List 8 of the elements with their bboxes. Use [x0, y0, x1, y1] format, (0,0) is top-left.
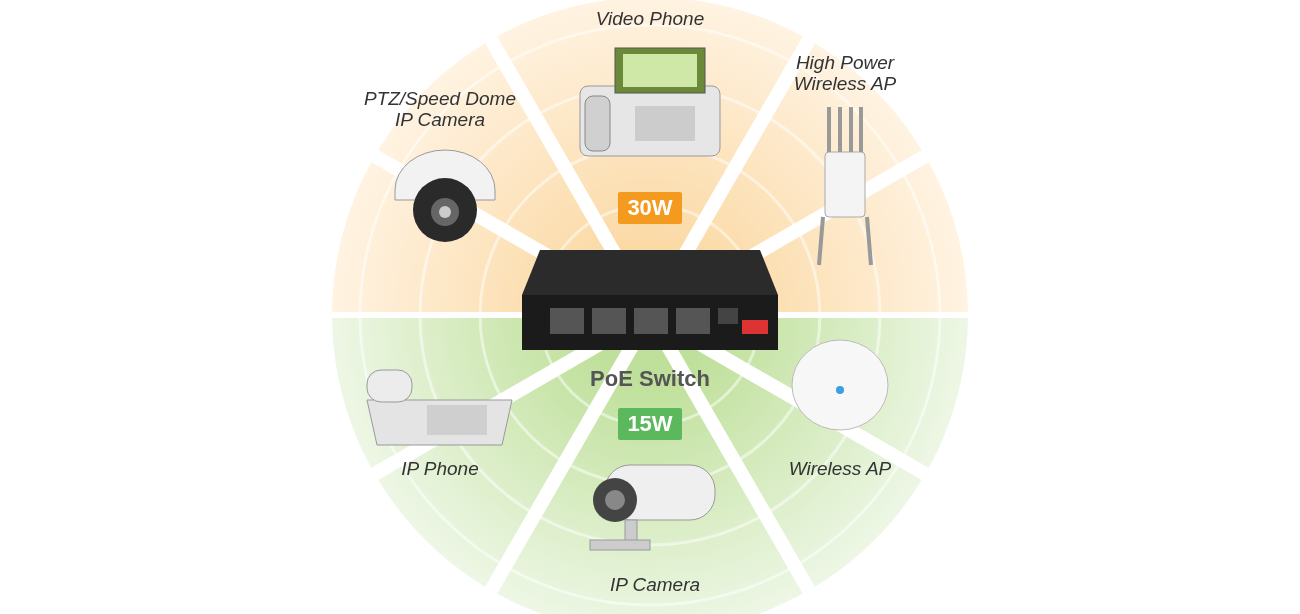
device-label: Wireless AP	[787, 458, 893, 479]
device-label: IP Camera	[608, 574, 702, 595]
device-label: High Power Wireless AP	[792, 52, 898, 94]
wattage-badge: 15W	[618, 408, 682, 440]
device-label: IP Phone	[400, 458, 480, 479]
wattage-badge: 30W	[618, 192, 682, 224]
device-label: PTZ/Speed Dome IP Camera	[362, 88, 518, 130]
device-label: Video Phone	[594, 8, 706, 29]
